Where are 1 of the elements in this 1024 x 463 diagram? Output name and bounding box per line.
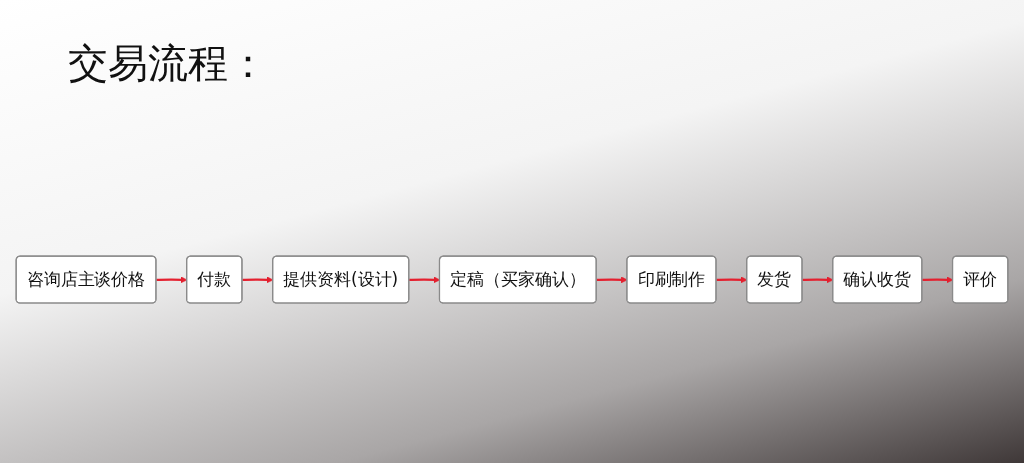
title: 交易流程： (68, 39, 268, 88)
